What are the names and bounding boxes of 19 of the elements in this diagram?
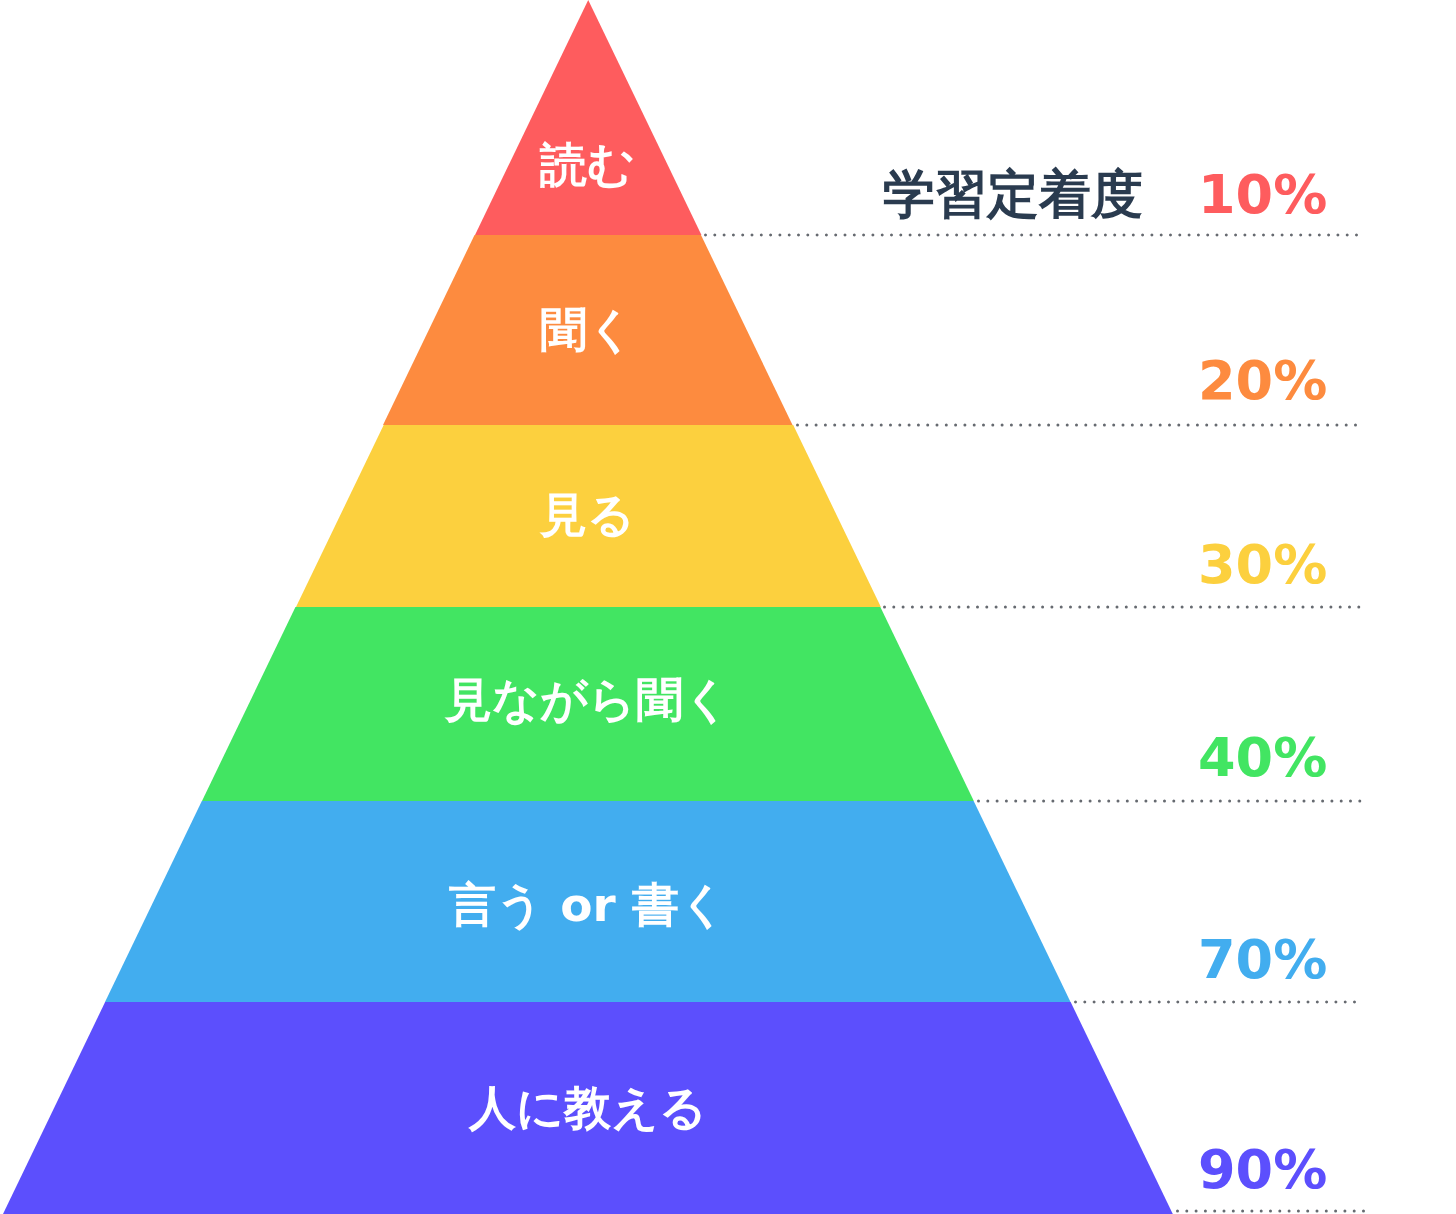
percentage-label: 90% (1198, 1140, 1328, 1200)
pyramid-tier (3, 1002, 1173, 1214)
tier-label: 言う or 書く (448, 878, 728, 932)
percentage-label: 70% (1198, 930, 1328, 990)
pyramid-tier (202, 607, 974, 801)
pyramid-tier (105, 801, 1071, 1002)
percentage-label: 40% (1198, 728, 1328, 788)
tier-label: 聞く (540, 303, 636, 357)
percentage-label: 30% (1198, 535, 1328, 595)
pyramid-tier (383, 235, 793, 425)
pyramid-tier (474, 0, 702, 235)
pyramid-tier (295, 425, 881, 607)
tier-label: 見る (540, 488, 636, 542)
tier-label: 見ながら聞く (445, 673, 731, 727)
tier-label: 人に教える (469, 1081, 707, 1135)
tier-label: 読む (540, 138, 636, 192)
percentage-label: 20% (1198, 351, 1328, 411)
percentage-label: 10% (1198, 165, 1328, 225)
column-heading: 学習定着度 (883, 165, 1143, 225)
